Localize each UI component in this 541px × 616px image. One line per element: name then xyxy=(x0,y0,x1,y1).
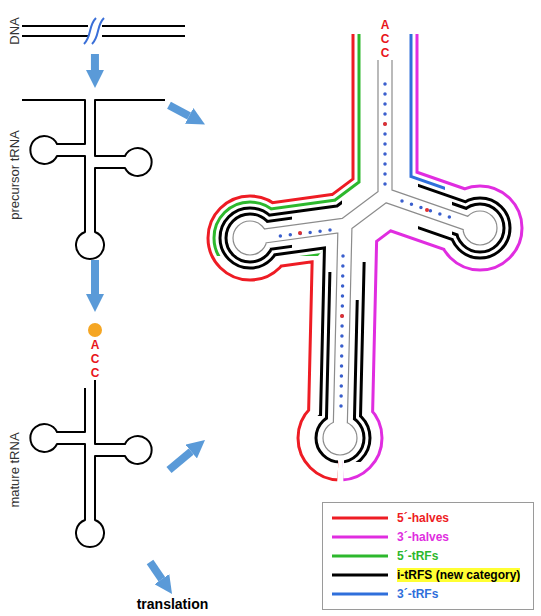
legend-line xyxy=(332,535,388,538)
legend: 5´-halves 3´-halves 5´-tRFs i-tRFS (new cat… xyxy=(322,502,534,610)
trna-outline xyxy=(30,380,151,547)
node-label: ACC xyxy=(379,18,391,60)
legend-label: 3´-tRFs xyxy=(397,587,438,601)
dna-stage: DNA xyxy=(4,8,190,54)
base-pair-dot xyxy=(383,122,387,126)
three-prime-half-line xyxy=(240,34,490,448)
legend-line xyxy=(332,516,388,519)
process-arrow xyxy=(91,260,99,294)
mature-trna-shape xyxy=(30,380,151,547)
trna-molecule xyxy=(240,60,490,448)
trna-strand xyxy=(240,60,490,448)
legend-line-sample xyxy=(331,532,389,542)
legend-label: 3´-halves xyxy=(397,530,449,544)
translation-step: translation xyxy=(125,594,220,614)
precursor-trna: precursor tRNA xyxy=(4,88,169,260)
legend-line xyxy=(332,592,388,595)
dna-strand xyxy=(22,26,185,36)
fragment-line xyxy=(240,34,490,448)
node-label: translation xyxy=(137,596,209,612)
i-trf-line xyxy=(240,34,490,448)
legend-line-sample xyxy=(331,513,389,523)
process-arrow xyxy=(169,452,191,470)
loop-centre xyxy=(245,223,485,443)
loop-fill xyxy=(245,233,255,243)
fragment-line xyxy=(240,34,490,448)
fragment-line-gap xyxy=(240,34,490,448)
loop-fill xyxy=(475,223,485,233)
fragment-line-gap xyxy=(240,34,490,448)
base-pair-dot xyxy=(340,314,344,318)
fragment-line xyxy=(240,34,490,448)
node-label: precursor tRNA xyxy=(7,130,22,220)
legend-entry: 3´-halves xyxy=(331,527,525,546)
fragment-line xyxy=(240,34,490,448)
fragment-line-gap xyxy=(240,34,490,448)
legend-label: 5´-tRFs xyxy=(397,549,438,563)
mature-trna: mature tRNA ACC xyxy=(4,312,169,562)
connector-layer xyxy=(95,54,191,579)
fragment-line xyxy=(240,34,490,448)
base-pair-dot xyxy=(272,84,452,406)
node-label: DNA xyxy=(7,17,22,44)
legend-label: i-tRFS (new category) xyxy=(397,568,520,582)
dna-double-strand xyxy=(22,18,185,44)
five-prime-trf-line xyxy=(240,34,490,448)
fragment-line-gap xyxy=(240,34,490,448)
base-pair-dot xyxy=(425,208,429,212)
legend-entry: 5´-tRFs xyxy=(331,546,525,565)
three-prime-trf-line xyxy=(240,34,490,448)
trna-fragment-map xyxy=(240,34,490,448)
base-pair-dot xyxy=(298,122,429,318)
legend-label: 5´-halves xyxy=(397,511,449,525)
fragment-line xyxy=(240,34,490,448)
trna-fragment-map: ACC xyxy=(205,14,535,494)
process-arrow xyxy=(169,105,189,116)
legend-entry: i-tRFS (new category) xyxy=(331,565,525,584)
legend-line-sample xyxy=(331,570,389,580)
precursor-trna-shape xyxy=(22,100,165,259)
legend-line xyxy=(332,573,388,576)
legend-entry: 3´-tRFs xyxy=(331,584,525,603)
amino-acid xyxy=(88,323,102,337)
legend-line xyxy=(332,554,388,557)
base-pair-dot xyxy=(298,231,302,235)
trna-strand-gap xyxy=(240,60,490,448)
five-prime-half-line xyxy=(240,34,490,448)
fragment-line-gap xyxy=(240,34,490,448)
legend-line-sample xyxy=(331,589,389,599)
legend-line-sample xyxy=(331,551,389,561)
fragment-line-gap xyxy=(240,34,490,448)
break-mark xyxy=(84,18,104,44)
process-arrow xyxy=(91,54,99,70)
legend-entry: 5´-halves xyxy=(331,508,525,527)
node-label: ACC xyxy=(89,338,101,380)
process-arrow xyxy=(150,562,162,579)
node-label: mature tRNA xyxy=(7,432,22,507)
i-trf-line xyxy=(240,34,490,448)
trna-outline xyxy=(22,100,165,259)
loop-fill xyxy=(335,433,345,443)
